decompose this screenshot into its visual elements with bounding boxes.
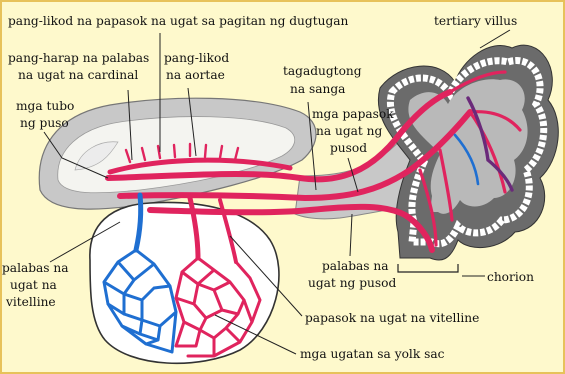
label-heart-tubes-line1: mga tubo — [16, 99, 74, 113]
label-yolk-sac-vessels: mga ugatan sa yolk sac — [300, 347, 445, 361]
label-umbilical-vein-line1: mga papasok — [312, 107, 394, 121]
label-vitelline-out-line2: ugat na — [10, 278, 57, 292]
label-chorion: chorion — [487, 270, 534, 284]
label-dorsal-aorta-line2: na aortae — [166, 68, 225, 82]
label-anterior-cardinal-line1: pang-harap na palabas — [8, 51, 149, 65]
label-posterior-cardinal: pang-likod na papasok na ugat sa pagitan… — [8, 14, 349, 28]
label-connecting-stalk-line2: na sanga — [290, 82, 345, 96]
label-vitelline-in: papasok na ugat na vitelline — [305, 311, 479, 325]
label-connecting-stalk-line1: tagadugtong — [283, 64, 362, 78]
label-umbilical-vein-line2: na ugat ng — [316, 124, 383, 138]
label-anterior-cardinal-line2: na ugat na cardinal — [18, 68, 138, 82]
label-vitelline-out-line1: palabas na — [2, 261, 69, 275]
label-umbilical-artery-line1: palabas na — [322, 259, 389, 273]
label-vitelline-out-line3: vitelline — [5, 295, 56, 309]
label-tertiary-villus: tertiary villus — [434, 14, 517, 28]
label-dorsal-aorta-line1: pang-likod — [164, 51, 229, 65]
label-heart-tubes-line2: ng puso — [20, 116, 69, 130]
label-umbilical-artery-line2: ugat ng pusod — [308, 276, 396, 290]
label-umbilical-vein-line3: pusod — [330, 141, 367, 155]
